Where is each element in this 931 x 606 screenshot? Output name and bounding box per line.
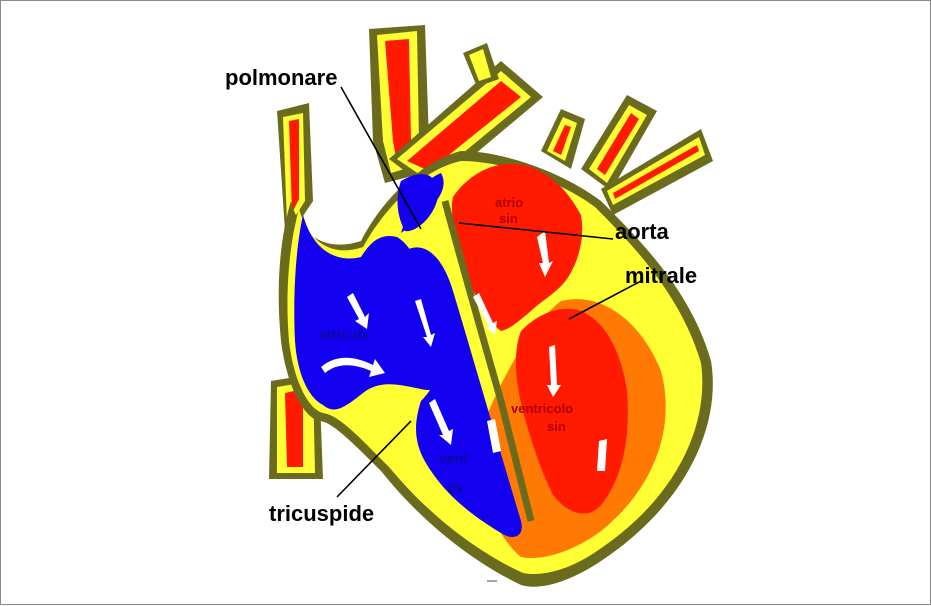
label-vent-dx-line1: vent xyxy=(439,450,468,466)
label-atrio-sin-line1: atrio xyxy=(495,195,523,210)
label-atrio-sin-line2: sin xyxy=(499,211,518,226)
label-aorta: aorta xyxy=(615,219,670,244)
label-atrio-dx: atrio dx xyxy=(319,326,370,342)
label-ventricolo-sin-line2: sin xyxy=(547,419,566,434)
label-polmonare: polmonare xyxy=(225,65,337,90)
label-tricuspide: tricuspide xyxy=(269,501,374,526)
superior-vena-cava xyxy=(277,103,313,231)
label-ventricolo-sin-line1: ventricolo xyxy=(511,401,573,416)
label-mitrale: mitrale xyxy=(625,263,697,288)
label-vent-dx-line2: dx xyxy=(447,480,464,496)
pulmonary-branch xyxy=(463,43,499,87)
